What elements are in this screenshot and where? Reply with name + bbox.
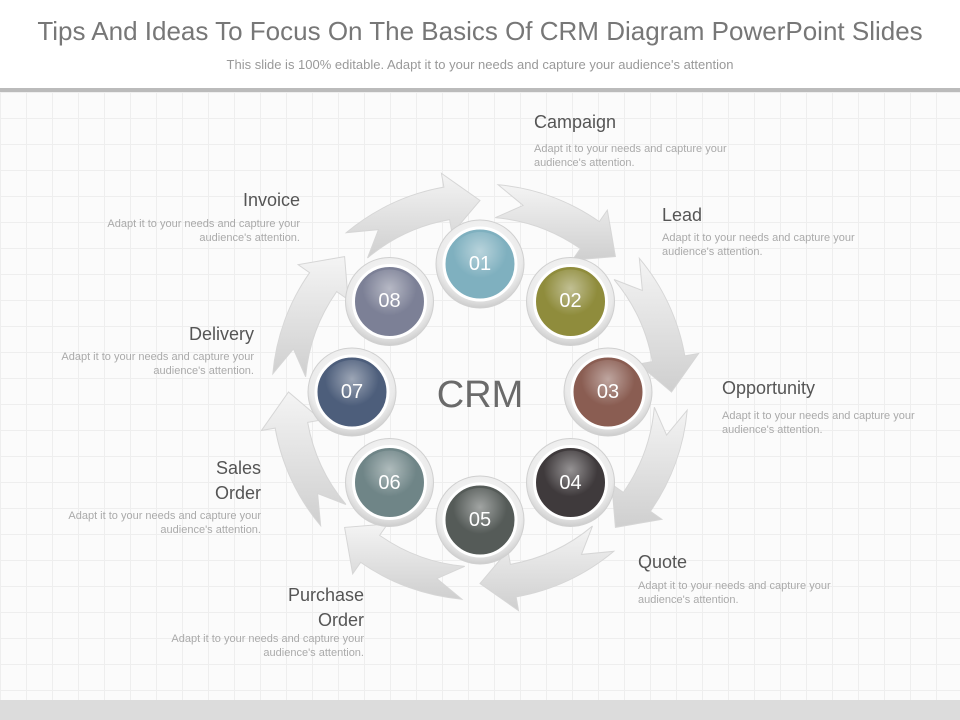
label-purchase-order-line2: Order	[317, 610, 364, 630]
step-gloss-08	[357, 269, 422, 334]
cycle-arrow-5	[479, 525, 616, 612]
label-lead: Lead	[662, 205, 703, 225]
label-sales-order-line2: Order	[214, 483, 261, 503]
label-purchase-order: Purchase Order	[164, 583, 364, 633]
page-subtitle: This slide is 100% editable. Adapt it to…	[226, 57, 734, 72]
desc-delivery: Adapt it to your needs and capture your …	[61, 351, 254, 377]
step-circle-06	[344, 438, 434, 528]
center-label: CRM	[436, 374, 524, 416]
label-quote: Quote	[638, 552, 688, 572]
label-delivery: Delivery	[188, 324, 254, 344]
desc-purchase-order: Adapt it to your needs and capture your …	[171, 633, 364, 659]
label-sales-order: Sales Order	[61, 456, 261, 506]
step-gloss-04	[538, 450, 603, 515]
step-gloss-01	[448, 232, 512, 296]
cycle-arrow-7	[260, 391, 347, 528]
background-grid	[0, 92, 960, 700]
title-divider	[0, 88, 960, 92]
desc-invoice: Adapt it to your needs and capture your …	[107, 218, 300, 244]
step-circle-04	[526, 438, 616, 528]
step-number-07: 07	[340, 381, 364, 403]
step-circle-01	[435, 219, 525, 309]
step-number-08: 08	[378, 290, 401, 313]
step-gloss-02	[538, 269, 603, 334]
label-opportunity: Opportunity	[722, 378, 816, 398]
label-sales-order-line1: Sales	[215, 458, 261, 478]
desc-lead: Adapt it to your needs and capture your …	[662, 232, 855, 258]
step-number-02: 02	[559, 290, 582, 313]
step-gloss-03	[576, 360, 640, 424]
step-gloss-06	[357, 450, 422, 515]
step-circle-02	[526, 256, 616, 346]
step-number-04: 04	[559, 471, 582, 494]
step-gloss-05	[448, 488, 512, 552]
desc-quote: Adapt it to your needs and capture your …	[638, 580, 831, 606]
desc-campaign: Adapt it to your needs and capture your …	[534, 143, 727, 169]
label-purchase-order-line1: Purchase	[287, 585, 364, 605]
cycle-arrow-1	[344, 172, 481, 259]
desc-sales-order: Adapt it to your needs and capture your …	[68, 510, 261, 536]
step-number-01: 01	[468, 253, 492, 275]
label-campaign: Campaign	[534, 112, 617, 132]
desc-opportunity: Adapt it to your needs and capture your …	[722, 410, 915, 436]
step-circle-08	[344, 256, 434, 346]
page-title: Tips And Ideas To Focus On The Basics Of…	[37, 16, 923, 46]
cycle-arrow-6	[344, 523, 465, 600]
label-invoice: Invoice	[242, 190, 300, 210]
step-circle-07	[307, 347, 397, 437]
step-number-05: 05	[468, 509, 492, 531]
step-circle-05	[435, 475, 525, 565]
step-circles	[307, 219, 653, 565]
footer-bar	[0, 700, 960, 720]
step-number-06: 06	[378, 471, 401, 494]
cycle-arrow-3	[613, 256, 700, 393]
step-gloss-07	[320, 360, 384, 424]
step-circle-03	[563, 347, 653, 437]
cycle-arrow-8	[272, 256, 349, 377]
cycle-arrows	[260, 172, 700, 612]
step-number-03: 03	[596, 381, 620, 403]
cycle-arrow-2	[495, 184, 616, 261]
cycle-arrow-4	[611, 407, 688, 528]
